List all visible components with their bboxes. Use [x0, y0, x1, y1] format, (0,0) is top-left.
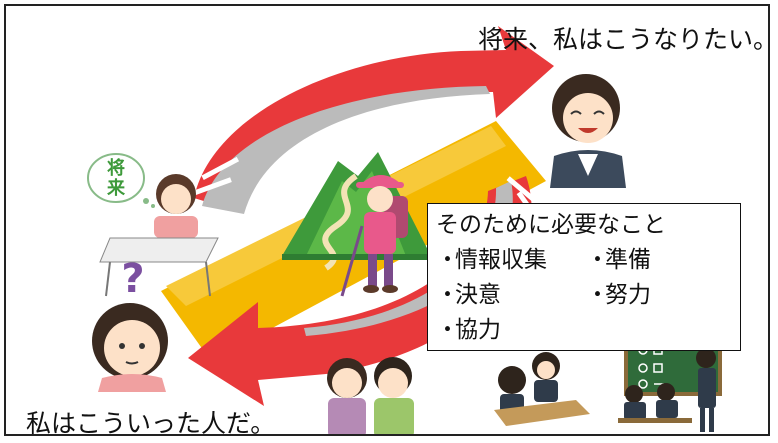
lower-cycle-arrow	[188, 176, 532, 406]
question-mark-icon: ?	[121, 256, 144, 302]
upper-cycle-arrow-shadow	[202, 86, 490, 214]
future-caption: 将来、私はこうなりたい。	[478, 25, 770, 54]
diagram-frame: 将 来 ? 将来、私はこうなりたい。 私はこういった人だ。 そのために必要なこと…	[4, 4, 770, 436]
needs-box: そのために必要なこと 情報収集 準備 決意 努力 協力	[427, 203, 741, 351]
thought-bubble-char-2: 来	[106, 178, 126, 199]
needs-item: 決意	[436, 278, 586, 313]
needs-item: 情報収集	[436, 243, 586, 278]
needs-item: 努力	[586, 278, 736, 313]
thought-bubble-char-1: 将	[107, 157, 125, 179]
upper-arrow-stripes	[192, 156, 240, 196]
meeting-illustration	[494, 352, 590, 426]
hiker-illustration	[340, 175, 408, 297]
classroom-illustration	[618, 334, 722, 432]
needs-item: 協力	[436, 313, 586, 348]
upper-cycle-arrow	[194, 26, 554, 211]
present-caption: 私はこういった人だ。	[26, 409, 276, 436]
needs-list: 情報収集 準備 決意 努力 協力	[436, 243, 732, 348]
future-woman-illustration	[550, 74, 626, 188]
present-girl-illustration	[92, 303, 168, 392]
needs-title: そのために必要なこと	[436, 212, 666, 238]
parents-illustration	[327, 357, 414, 434]
needs-item: 準備	[586, 243, 736, 278]
thinking-girl-illustration	[87, 153, 219, 297]
illustration-canvas: 将 来 ?	[87, 26, 722, 434]
